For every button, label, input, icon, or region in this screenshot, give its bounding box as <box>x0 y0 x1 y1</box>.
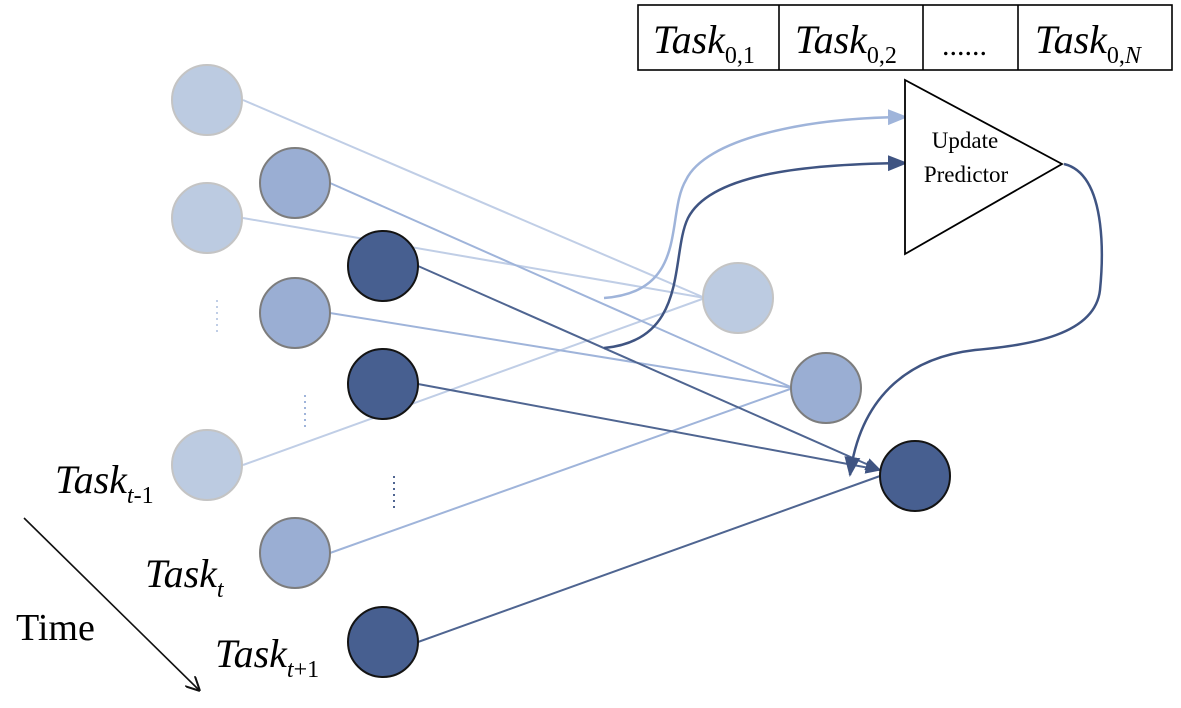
target-node-dark <box>879 440 951 512</box>
time-label: Time <box>16 607 95 649</box>
task-table: Task0,1 Task0,2 ...... Task0,N <box>637 4 1173 71</box>
node-dark <box>347 606 419 678</box>
target-node-light <box>702 262 774 334</box>
label-task-t-minus-1: Taskt-1 <box>55 457 154 509</box>
light-connections <box>242 99 706 466</box>
connection-line <box>417 383 882 474</box>
curve-to-predictor-dark <box>603 155 908 350</box>
label-task-t-plus-1: Taskt+1 <box>215 631 319 683</box>
task-table-border <box>637 4 1173 71</box>
target-nodes <box>702 262 951 512</box>
node-light <box>171 429 243 501</box>
connection-line <box>242 99 706 299</box>
curve-predictor-feedback <box>844 162 1104 477</box>
predictor-triangle <box>904 78 1064 256</box>
node-mid <box>259 277 331 349</box>
node-dark <box>347 230 419 302</box>
node-dark <box>347 348 419 420</box>
connection-line <box>329 387 794 554</box>
table-cell-task-0-2: Task0,2 <box>795 17 897 69</box>
target-node-mid <box>790 352 862 424</box>
table-cell-task-0-1: Task0,1 <box>653 17 755 69</box>
table-cell-task-0-n: Task0,N <box>1035 17 1143 69</box>
node-light <box>171 182 243 254</box>
predictor-label-line1: Update <box>932 128 998 153</box>
update-predictor: Update Predictor <box>904 78 1064 256</box>
node-group-task-t <box>259 147 331 589</box>
dark-connections <box>417 265 882 643</box>
mid-connections <box>329 182 794 554</box>
connection-line <box>242 297 706 466</box>
node-group-task-t-minus-1 <box>171 64 243 501</box>
predictor-label-line2: Predictor <box>924 162 1009 187</box>
connection-line <box>242 217 706 299</box>
time-arrow <box>23 517 199 690</box>
node-group-task-t-plus-1 <box>347 230 419 678</box>
node-mid <box>259 517 331 589</box>
label-task-t: Taskt <box>145 551 225 603</box>
connection-line <box>329 312 794 389</box>
connection-line <box>417 475 881 643</box>
node-light <box>171 64 243 136</box>
curve-to-predictor-light <box>603 109 908 300</box>
connection-line <box>417 265 882 471</box>
node-mid <box>259 147 331 219</box>
table-cell-ellipsis: ...... <box>942 29 987 62</box>
connection-line <box>329 182 794 389</box>
